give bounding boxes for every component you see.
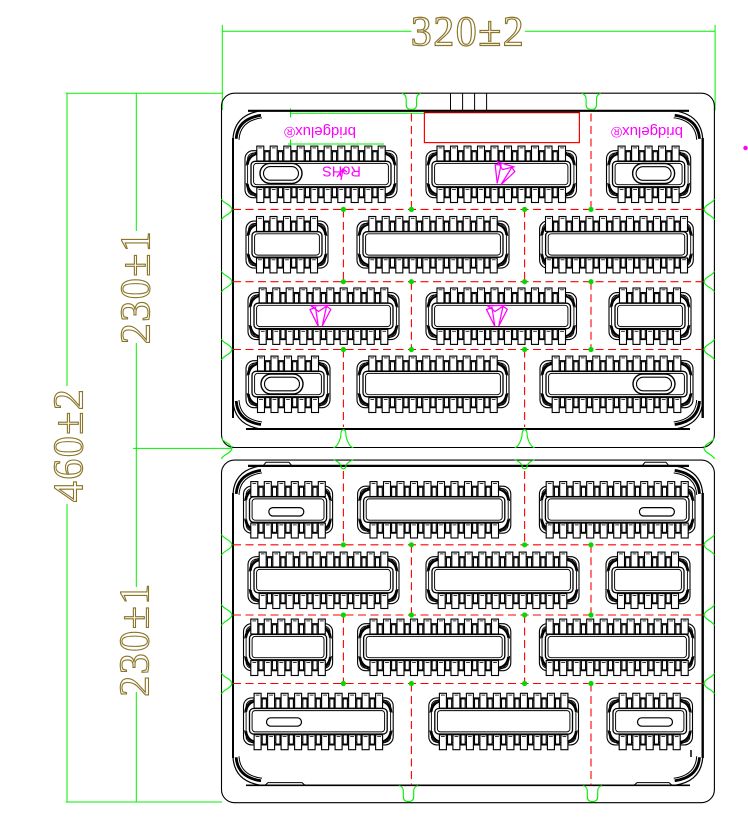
svg-text:320±2: 320±2 — [411, 10, 526, 56]
svg-text:bridgelux®: bridgelux® — [611, 123, 683, 140]
svg-text:230±1: 230±1 — [113, 582, 159, 697]
svg-text:230±1: 230±1 — [114, 230, 160, 345]
svg-text:460±2: 460±2 — [47, 388, 93, 503]
svg-text:bridgelux®: bridgelux® — [284, 123, 356, 140]
